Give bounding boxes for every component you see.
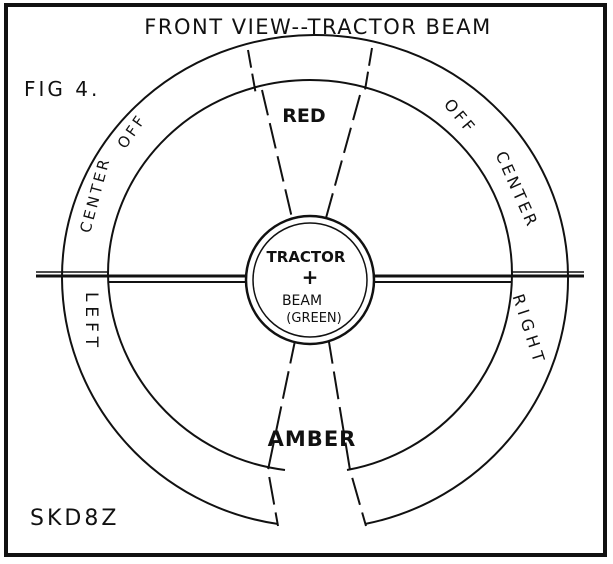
segment-label-left: LEFT [81, 292, 101, 352]
segment-label-red: RED [282, 105, 325, 127]
inner-ring-bottom [107, 273, 513, 471]
horizontal-divider [36, 271, 584, 283]
center-label-tractor: TRACTOR [267, 248, 346, 266]
center-circle-outer [244, 214, 376, 346]
segment-label-upper-left-center: CENTER [76, 155, 114, 235]
segment-label-upper-right-center: CENTER [492, 148, 543, 231]
center-label-green: (GREEN) [286, 311, 341, 326]
center-label-plus: + [302, 265, 319, 289]
top-wedge-lines [247, 47, 373, 219]
bottom-wedge-lines [266, 335, 367, 527]
center-circle-inner [252, 222, 368, 338]
outer-frame [4, 3, 607, 557]
signature: SKD8Z [30, 506, 119, 531]
segment-label-upper-left-off: OFF [114, 110, 151, 152]
center-label-beam: BEAM [282, 293, 322, 309]
figure-label: FIG 4. [24, 77, 100, 101]
outer-ring-top [60, 34, 569, 279]
segment-label-right: RIGHT [509, 292, 550, 369]
inner-ring-top [107, 79, 513, 275]
outer-ring-bottom [61, 275, 570, 525]
segment-label-amber: AMBER [268, 427, 357, 451]
